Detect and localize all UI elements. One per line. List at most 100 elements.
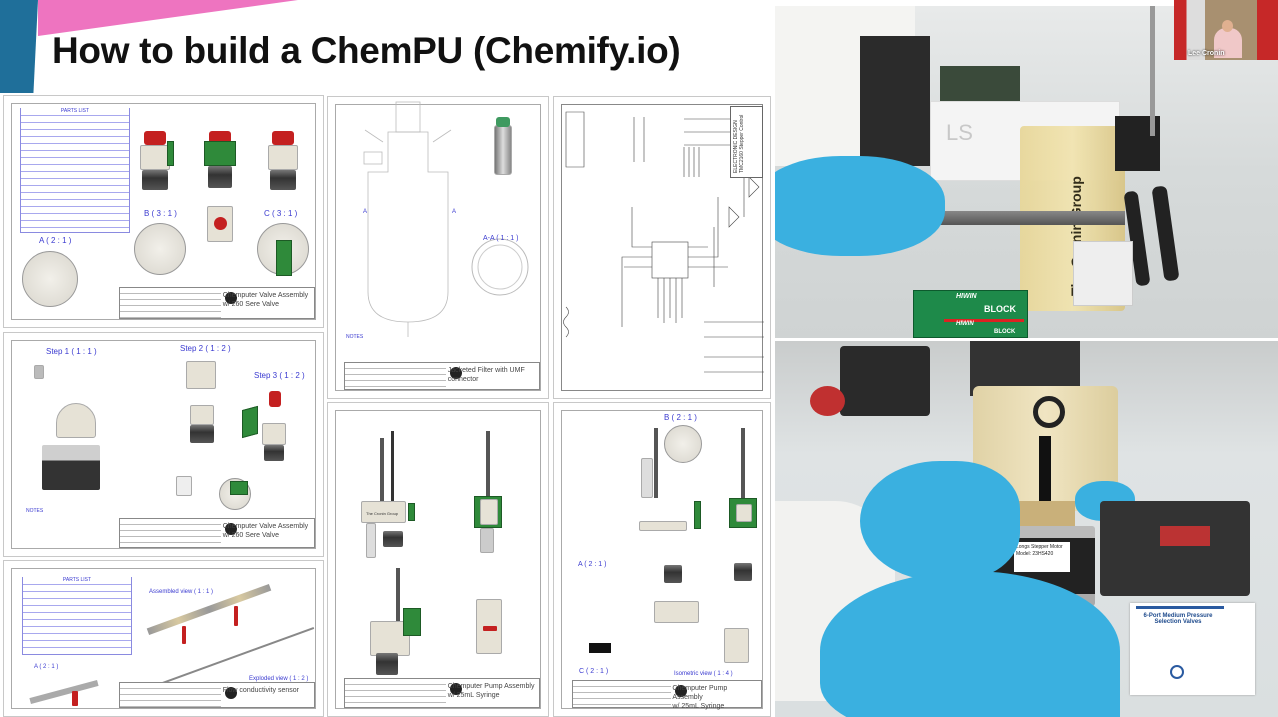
valve-housing [186,361,216,389]
valve-head [269,391,281,407]
iso-assembly [724,628,749,663]
solder-spool [810,386,845,416]
webcam-name-label: Lee Cronin [1188,50,1225,57]
stepper-motor [383,531,403,547]
view-label: Assembled view ( 1 : 1 ) [149,589,214,595]
detail-view-c [257,223,309,276]
detail-view-b [134,223,186,275]
brand-text: The Cronin Group [366,511,399,516]
motor-brand: Longs Stepper Motor [1016,544,1063,550]
leaflet-title: 6-Port Medium Pressure Selection Valves [1143,613,1213,625]
hiwin-block-box: HIWIN BLOCK HIWIN BLOCK [913,290,1028,338]
guide-rod [654,428,658,498]
drawing-valve-assembly-steps: Step 1 ( 1 : 1 ) Step 2 ( 1 : 2 ) Step 3… [3,332,324,557]
filter-cap [496,117,510,127]
parts-list-header: PARTS LIST [23,577,131,583]
sensor-board [408,503,415,521]
drawing-subtitle: w/ 25mL Syringe [672,703,725,711]
valve-housing [190,405,214,425]
slide-accent-blue-bar [0,0,38,93]
filter-3d-render [494,125,512,175]
notes-header: NOTES [346,334,364,340]
view-label: B ( 3 : 1 ) [144,209,177,218]
drawing-frame [11,103,316,320]
valve-head [272,131,294,145]
blue-glove [775,156,945,256]
view-label: Isometric view ( 1 : 4 ) [674,671,733,677]
flask-gear-logo [1033,396,1065,428]
pump-carriage: The Cronin Group [361,501,406,523]
schematic-wiring [563,111,764,373]
connector-c [589,643,611,653]
instrument-logo: LS [946,120,973,145]
stepper-motor [734,563,752,581]
valve-top-view [207,206,233,242]
instrument-tower [860,36,930,166]
syringe [641,458,653,498]
drawing-frame [11,568,316,709]
drawing-frame [11,340,316,549]
valve-housing [262,423,286,445]
view-label: A ( 2 : 1 ) [39,236,72,245]
drawing-title: Chemputer Pump Assembly [447,683,535,690]
drawing-jacketed-filter: A A A-A ( 1 : 1 ) NOTES Jacketed Filter … [327,96,549,399]
drawing-frame [561,104,763,391]
motor-model: Model: 23HS420 [1016,551,1054,557]
view-label: C ( 2 : 1 ) [579,668,609,675]
section-marker: A [452,209,457,215]
notes-header: NOTES [26,508,44,514]
pump-front-board [729,498,757,528]
stepper-motor [190,425,214,443]
speaker-head [1222,20,1233,32]
lead-screw [741,428,745,498]
view-label: C ( 3 : 1 ) [264,209,298,218]
detail-view-sensor [219,478,251,510]
slide-title: How to build a ChemPU (Chemify.io) [52,30,681,71]
valve-body [140,145,170,170]
lead-screw [486,431,490,496]
drawing-subtitle: w/ 25mL Syringe [447,692,500,700]
drawing-electronic-schematic: ELECTRONIC DESIGN TMC2160 Stepper Contro… [553,96,771,399]
syringe [366,523,376,558]
stepper-motor [264,445,284,461]
stepper-motor [142,170,168,190]
lead-screw [1150,6,1155,136]
drawing-valve-assembly: PARTS LIST A ( 2 : 1 ) B ( 3 : 1 ) C ( 3… [3,95,324,328]
photo-valve-motor: Longs Stepper Motor Model: 23HS420 6-Por… [775,341,1278,717]
sensor-board [242,405,258,439]
guide-rod [391,431,394,506]
step-label: Step 2 ( 1 : 2 ) [180,344,231,353]
lead-screw [396,568,400,633]
lab-equipment [840,346,930,416]
valve-leaflet: 6-Port Medium Pressure Selection Valves [1130,603,1255,695]
drawing-title: Flow conductivity sensor [222,687,299,694]
blue-glove-left [860,461,1020,581]
valve-housing [56,403,96,438]
stepper-motor [42,445,100,490]
view-label: B ( 2 : 1 ) [664,413,697,422]
electrode [72,691,78,706]
webcam-video-tile: Lee Cronin [1174,0,1278,60]
drawing-frame [335,410,541,709]
syringe [480,528,494,553]
detail-view-a [22,251,78,307]
electrode [234,606,238,626]
filter-outline-drawing [363,101,529,337]
drawing-flow-conductivity-sensor: PARTS LIST Assembled view ( 1 : 1 ) Expl… [3,560,324,717]
parts-bag [1073,241,1133,306]
speaker-figure [1214,28,1242,58]
step-label: Step 1 ( 1 : 1 ) [46,347,97,356]
drawing-pump-assembly: The Cronin Group Chemputer Pump Assembly… [327,402,549,717]
view-label: A-A ( 1 : 1 ) [483,235,519,242]
detail-view-b [664,425,702,463]
drawing-title: Chemputer Pump Assembly [672,685,728,702]
drawing-title: Jacketed Filter with UMF [447,367,525,374]
drawing-subtitle: w/ 260 Sere Valve [222,532,279,540]
hiwin-brand: HIWIN [956,293,977,300]
view-label: A ( 2 : 1 ) [34,664,59,670]
pump-front-board [474,496,502,528]
stepper-motor [376,653,398,675]
